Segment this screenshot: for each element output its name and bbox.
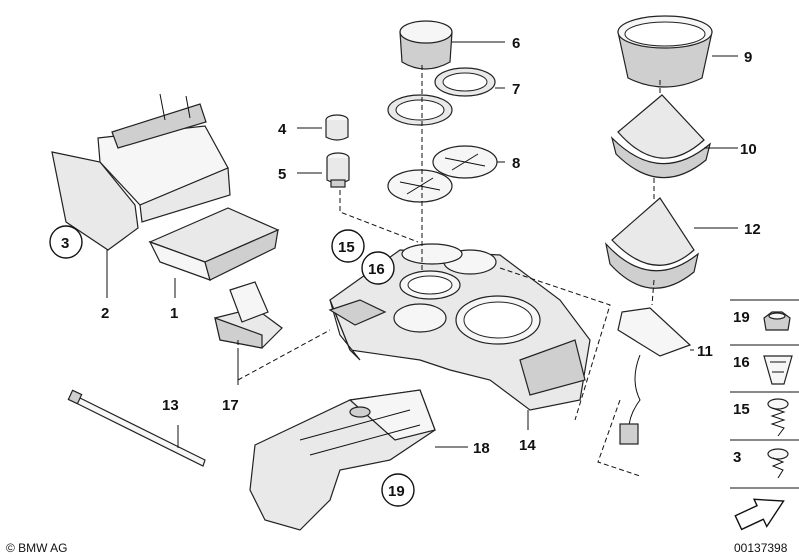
part-8-mats[interactable] [387,145,498,203]
part-7-rings[interactable] [387,67,496,126]
callout-1: 1 [170,305,178,322]
part-18-bracket[interactable] [249,389,436,531]
part-12-boot[interactable] [604,197,699,289]
part-9-ring[interactable] [617,15,713,88]
callout-19-circle [381,473,415,507]
callout-9: 9 [744,49,752,66]
legend-label-19: 19 [733,309,750,326]
part-4-socket-cap[interactable] [325,114,349,141]
callout-7: 7 [512,81,520,98]
callout-15-circle [331,229,365,263]
part-5-socket[interactable] [326,152,350,188]
diagram-number: 00137398 [734,541,788,555]
hardware-legend: 19 16 15 3 [730,299,799,531]
callout-17: 17 [222,397,239,414]
screw-icon-3 [767,448,789,479]
callout-5: 5 [278,166,286,183]
callout-16: 16 [368,261,385,278]
clip-nut-icon [763,355,793,385]
callout-14: 14 [519,437,536,454]
part-14-console[interactable] [328,243,591,411]
callout-11: 11 [697,343,713,360]
part-11-shift-plate[interactable] [617,307,692,445]
callout-4: 4 [278,121,287,138]
legend-label-15: 15 [733,401,750,418]
callout-18: 18 [473,440,490,457]
callout-3: 3 [61,235,69,252]
callout-3-circle [49,225,83,259]
callout-16-circle [361,251,395,285]
part-1-tray[interactable] [148,207,280,281]
leader-lines [106,41,738,448]
callout-8: 8 [512,155,520,172]
callouts: 1 2 3 4 5 6 7 8 9 10 11 12 13 14 15 16 1… [49,35,761,507]
legend-label-3: 3 [733,449,741,466]
nut-icon [763,311,791,331]
callout-10: 10 [740,141,757,158]
direction-arrow-icon [734,498,785,531]
callout-15: 15 [338,239,355,256]
callout-12: 12 [744,221,761,238]
part-17-switch[interactable] [214,281,283,349]
callout-13: 13 [162,397,179,414]
part-13-cable-tie[interactable] [67,389,206,467]
copyright-text: © BMW AG [6,541,68,555]
screw-icon-15 [767,398,789,437]
callout-2: 2 [101,305,109,322]
part-6-cup-insert[interactable] [399,20,453,70]
callout-6: 6 [512,35,520,52]
legend-label-16: 16 [733,354,750,371]
callout-19: 19 [388,483,405,500]
part-10-cone[interactable] [610,94,712,179]
part-2-side-panel[interactable] [51,93,231,251]
